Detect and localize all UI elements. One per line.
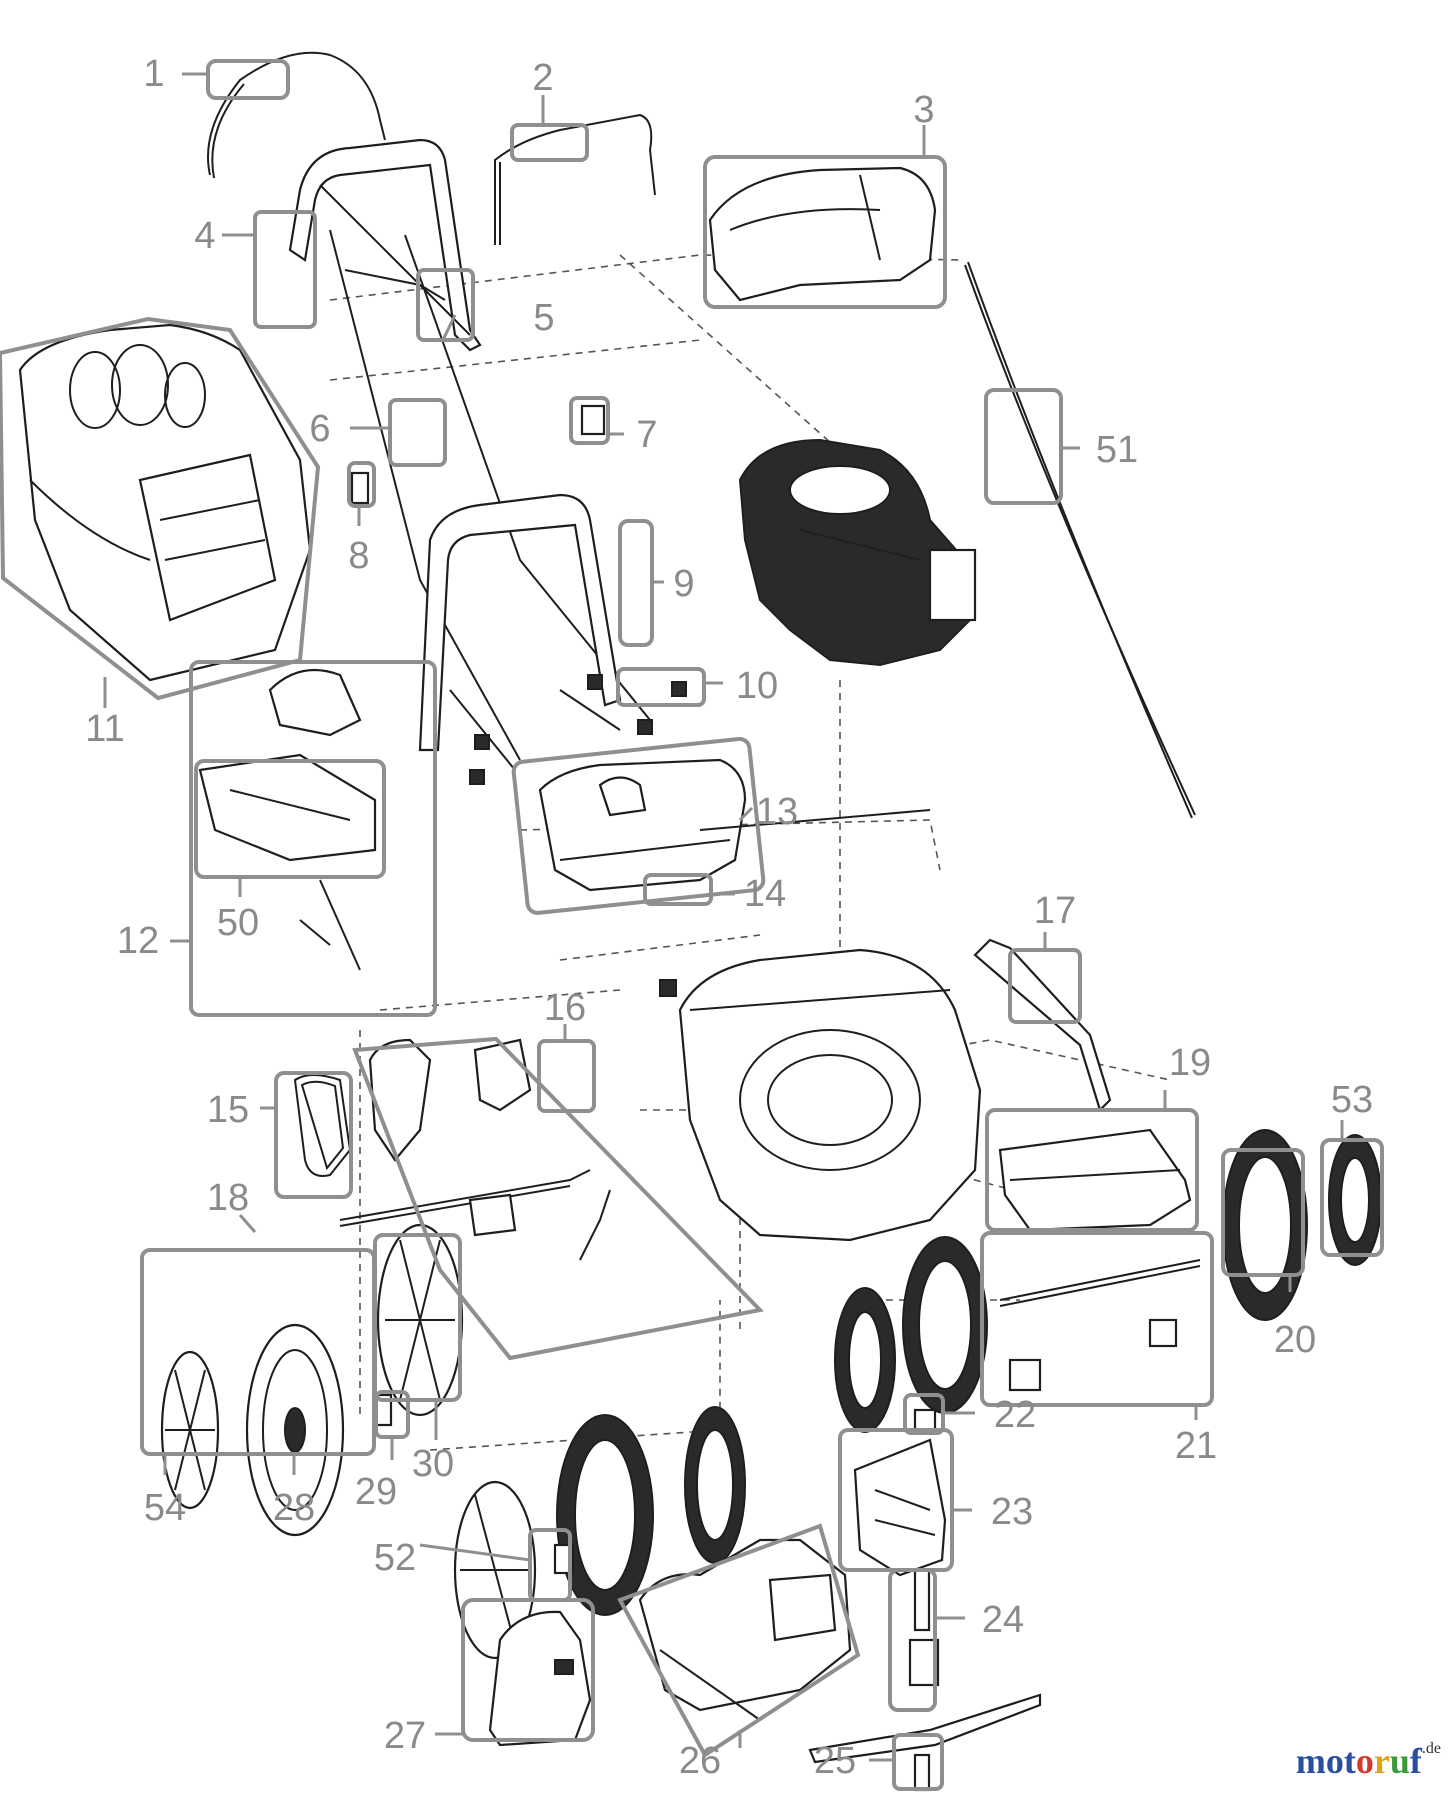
mulch-chute-part: [853, 1438, 947, 1577]
callout-52: 52: [374, 1537, 416, 1579]
callout-10: 10: [736, 665, 778, 707]
mulch-plug-part: [488, 1610, 592, 1747]
watermark-tld: .de: [1421, 1740, 1441, 1757]
wheel-28-tire: [245, 1323, 345, 1537]
callout-2: 2: [532, 57, 553, 99]
watermark-name: motoruf: [1296, 1741, 1422, 1781]
wheel-54-hubcap: [160, 1350, 220, 1510]
callout-54: 54: [144, 1487, 186, 1529]
front-wheel-cap: [684, 1406, 746, 1564]
callout-27: 27: [384, 1715, 426, 1757]
callout-53: 53: [1331, 1079, 1373, 1121]
lower-handle-part: [418, 493, 622, 771]
callout-13: 13: [756, 791, 798, 833]
callout-30: 30: [412, 1443, 454, 1485]
wheel-53-hubcap: [1328, 1134, 1382, 1266]
watermark-letter: r: [1373, 1741, 1390, 1781]
wheel-30-rim: [376, 1223, 464, 1417]
callout-9: 9: [673, 563, 694, 605]
callout-15: 15: [207, 1089, 249, 1131]
rear-wheel-right: [902, 1236, 988, 1414]
callout-28: 28: [273, 1487, 315, 1529]
grass-catcher-part: [18, 323, 312, 682]
callout-6: 6: [309, 408, 330, 450]
callout-18: 18: [207, 1177, 249, 1219]
callout-1: 1: [143, 53, 164, 95]
callout-17: 17: [1034, 890, 1076, 932]
wheel-20-tire: [1222, 1129, 1308, 1321]
callout-23: 23: [991, 1491, 1033, 1533]
callout-4: 4: [194, 215, 215, 257]
watermark-letter: t: [1343, 1741, 1356, 1781]
callout-19: 19: [1169, 1042, 1211, 1084]
drive-belt-part: [293, 1074, 352, 1177]
callout-29: 29: [355, 1471, 397, 1513]
engine-part: [738, 438, 977, 667]
drive-lever-part: [494, 113, 656, 245]
mower-deck-part: [678, 948, 982, 1242]
rear-axle-part: [999, 1259, 1201, 1392]
upper-handle-part: [288, 138, 482, 352]
callout-16: 16: [544, 987, 586, 1029]
callout-14: 14: [744, 873, 786, 915]
rear-wheel-left: [834, 1287, 896, 1433]
callout-leaders: [103, 72, 1344, 1762]
callout-labels: 1 2 3 4 5 6 7 8 9 10 11 12 13 14 15 16 1…: [85, 53, 1373, 1782]
height-adjust-lever-part: [973, 938, 1112, 1113]
front-wheel-rim: [453, 1480, 537, 1660]
watermark-letter: o: [1355, 1741, 1374, 1781]
watermark-letter: m: [1295, 1741, 1326, 1781]
callout-20: 20: [1274, 1319, 1316, 1361]
rear-guard-part: [538, 758, 931, 892]
callout-8: 8: [348, 535, 369, 577]
watermark-letter: f: [1409, 1741, 1422, 1781]
callout-24: 24: [982, 1599, 1024, 1641]
motoruf-watermark-logo: motoruf.de: [1296, 1740, 1441, 1782]
callout-7: 7: [636, 414, 657, 456]
callout-5: 5: [533, 297, 554, 339]
callout-51: 51: [1096, 429, 1138, 471]
engine-cover-part: [708, 166, 937, 302]
watermark-letter: u: [1389, 1741, 1410, 1781]
callout-11: 11: [85, 708, 124, 750]
watermark-letter: o: [1325, 1741, 1344, 1781]
callout-50: 50: [217, 902, 259, 944]
transmission-part: [339, 1038, 611, 1261]
callout-22: 22: [994, 1394, 1036, 1436]
rear-flap-part: [198, 668, 377, 971]
callout-12: 12: [117, 920, 159, 962]
rear-deflector-part: [998, 1128, 1192, 1232]
front-wheel-tire: [556, 1414, 654, 1616]
callout-25: 25: [814, 1740, 856, 1782]
bail-bar-part: [207, 51, 386, 179]
side-discharge-part: [638, 1538, 852, 1721]
callout-3: 3: [913, 89, 934, 131]
callout-26: 26: [679, 1740, 721, 1782]
callout-21: 21: [1175, 1425, 1217, 1467]
control-cables-part: [329, 229, 1196, 819]
